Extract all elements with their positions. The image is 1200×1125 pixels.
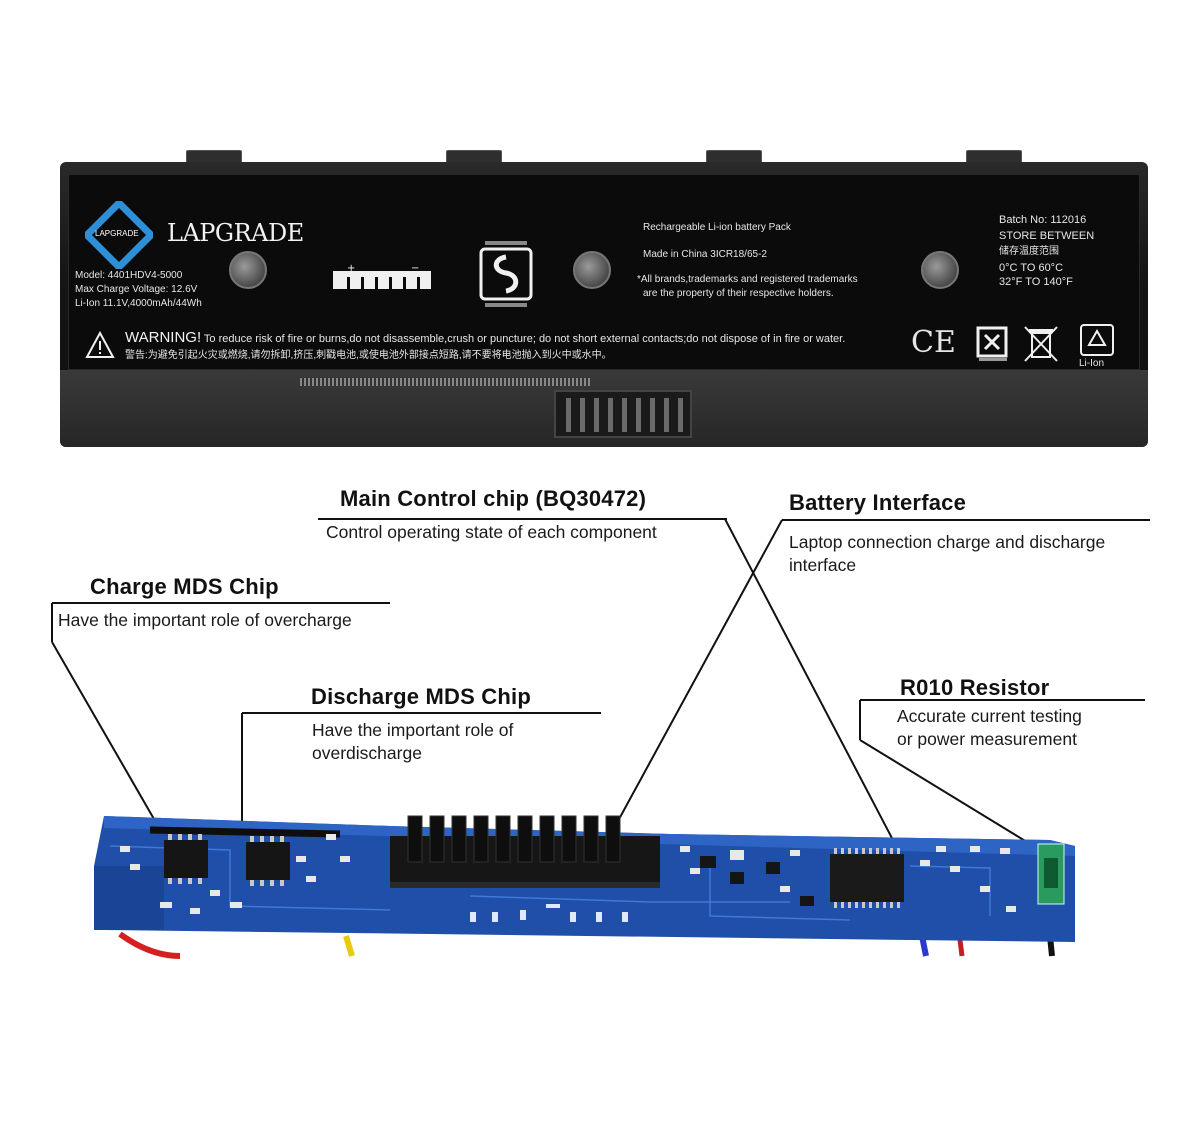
main-control-chip	[830, 854, 904, 902]
store-cn-text: 储存温度范围	[999, 246, 1059, 257]
discharge-mds-chip	[246, 842, 290, 880]
r010-desc-line: Accurate current testing	[897, 706, 1082, 726]
r010-desc: Accurate current testing or power measur…	[897, 705, 1082, 751]
svg-text:−: −	[411, 263, 419, 274]
discharge-mds-annotation: Discharge MDS Chip	[311, 684, 531, 710]
sense-wire	[149, 826, 341, 838]
batch-text: Batch No: 112016	[999, 214, 1087, 226]
ce-mark: CE	[911, 325, 956, 360]
model-text: Model: 4401HDV4-5000	[75, 270, 183, 281]
screw-icon	[573, 251, 611, 289]
battery-interface-desc-line: interface	[789, 555, 857, 575]
red-wire	[957, 939, 965, 957]
trademark-text: *All brands,trademarks and registered tr…	[637, 274, 858, 285]
li-ion-recycle-icon	[1080, 324, 1114, 356]
yellow-wire	[343, 935, 355, 957]
temp-c-text: 0°C TO 60°C	[999, 262, 1064, 274]
screw-icon	[921, 251, 959, 289]
charge-mds-leader	[51, 641, 159, 827]
warning-cn-text: 警告:为避免引起火灾或燃烧,请勿拆卸,挤压,刺戳电池,或使电池外部接点短路,请不…	[125, 350, 612, 361]
lapgrade-logo: LAPGRADE	[82, 198, 156, 272]
main-control-annotation: Main Control chip (BQ30472)	[340, 486, 646, 512]
temp-f-text: 32°F TO 140°F	[999, 276, 1073, 288]
battery-label: LAPGRADE LAPGRADE Model: 4401HDV4-5000 M…	[68, 174, 1140, 370]
warning-triangle-icon	[85, 331, 115, 358]
battery-interface-annotation: Battery Interface	[789, 490, 966, 516]
r010-annotation: R010 Resistor	[900, 675, 1049, 701]
discharge-mds-desc-line: overdischarge	[312, 743, 422, 763]
warning-title: WARNING!	[125, 329, 202, 346]
charge-mds-desc: Have the important role of overcharge	[58, 610, 352, 630]
battery-interface-leader	[611, 519, 783, 833]
brand-name: LAPGRADE	[167, 219, 304, 247]
store-text: STORE BETWEEN	[999, 230, 1095, 242]
r010-leader	[859, 739, 1041, 851]
battery-interface-connector	[390, 815, 660, 888]
battery-connector	[554, 390, 692, 438]
recycling-cert-icon	[976, 326, 1008, 361]
safety-cert-icon	[479, 241, 533, 307]
battery-interface-desc-line: Laptop connection charge and discharge	[789, 532, 1106, 552]
discharge-mds-desc-line: Have the important role of	[312, 720, 514, 740]
discharge-mds-title: Discharge MDS Chip	[311, 684, 531, 709]
barcode-sticker	[300, 378, 590, 386]
weee-bin-icon	[1024, 326, 1058, 362]
made-in-text: Made in China 3ICR18/65-2	[643, 249, 767, 260]
warning-text: To reduce risk of fire or burns,do not d…	[203, 333, 846, 345]
battery-interface-desc: Laptop connection charge and discharge i…	[789, 531, 1105, 577]
charge-mds-title: Charge MDS Chip	[90, 574, 279, 599]
discharge-mds-desc: Have the important role of overdischarge	[312, 719, 513, 765]
r010-title: R010 Resistor	[900, 675, 1050, 700]
max-charge-text: Max Charge Voltage: 12.6V	[75, 284, 198, 295]
warning-line: WARNING! To reduce risk of fire or burns…	[125, 329, 845, 349]
charge-mds-annotation: Charge MDS Chip	[90, 574, 279, 600]
red-wire	[118, 931, 181, 959]
svg-text:+: +	[347, 263, 355, 274]
r010-resistor	[1037, 843, 1065, 905]
li-ion-label: Li-Ion	[1079, 358, 1105, 369]
battery-interface-title: Battery Interface	[789, 490, 967, 515]
battery-pcb	[94, 815, 1075, 959]
pack-type-text: Rechargeable Li-ion battery Pack	[643, 222, 791, 233]
charge-mds-chip	[164, 840, 208, 878]
spec-text: Li-Ion 11.1V,4000mAh/44Wh	[75, 298, 202, 309]
screw-icon	[229, 251, 267, 289]
trademark-text: are the property of their respective hol…	[643, 288, 834, 299]
cell-polarity-icon: + −	[333, 263, 431, 289]
r010-desc-line: or power measurement	[897, 729, 1077, 749]
battery-pack: LAPGRADE LAPGRADE Model: 4401HDV4-5000 M…	[60, 150, 1150, 450]
main-control-desc: Control operating state of each componen…	[326, 522, 657, 542]
main-control-title: Main Control chip (BQ30472)	[340, 486, 647, 511]
